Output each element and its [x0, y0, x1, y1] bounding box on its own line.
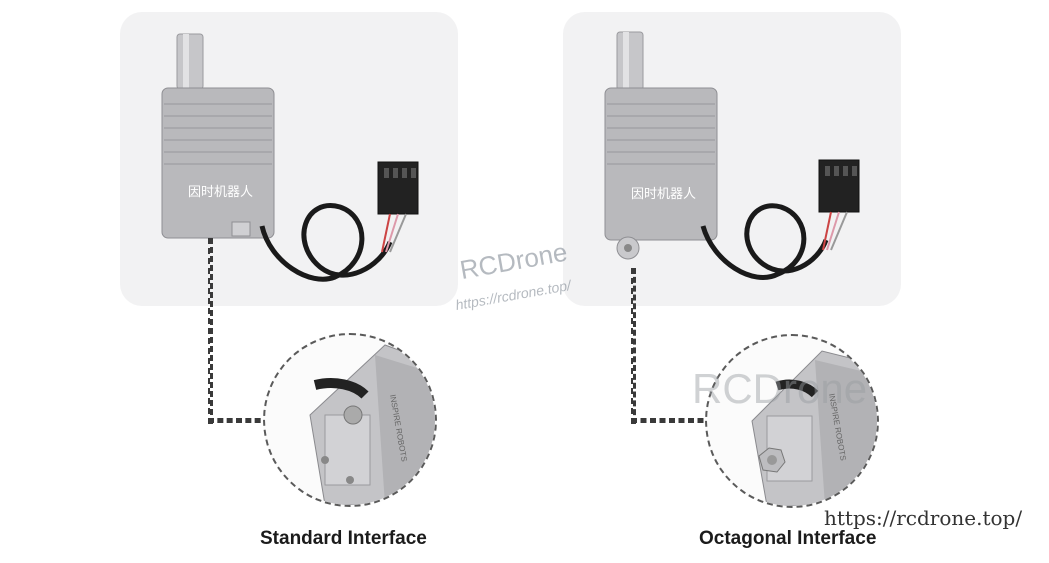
zoom-image-standard: INSPIRE ROBOTS	[309, 344, 435, 505]
watermark-brand-large: RCDrone	[692, 365, 868, 412]
connector-left-horizontal	[208, 418, 270, 423]
product-card-octagonal: 因时机器人	[563, 12, 901, 306]
zoom-detail-standard: INSPIRE ROBOTS	[263, 333, 437, 507]
product-card-standard: 因时机器人	[120, 12, 458, 306]
zoom-detail-octagonal: INSPIRE ROBOTS	[705, 334, 879, 508]
servo-image-octagonal: 因时机器人	[604, 31, 860, 280]
connector-right-vertical	[631, 268, 636, 424]
servo-image-standard: 因时机器人	[161, 33, 419, 282]
watermark-url-bottom: https://rcdrone.top/	[824, 506, 1023, 530]
caption-octagonal-interface: Octagonal Interface	[699, 528, 877, 549]
caption-standard-interface: Standard Interface	[260, 528, 427, 549]
watermark-brand: RCDrone	[457, 236, 570, 286]
zoom-image-octagonal: INSPIRE ROBOTS	[751, 350, 877, 506]
product-label: 因时机器人	[188, 185, 253, 200]
connector-left-vertical	[208, 238, 213, 424]
product-label: 因时机器人	[631, 187, 696, 202]
connector-right-horizontal	[631, 418, 713, 423]
